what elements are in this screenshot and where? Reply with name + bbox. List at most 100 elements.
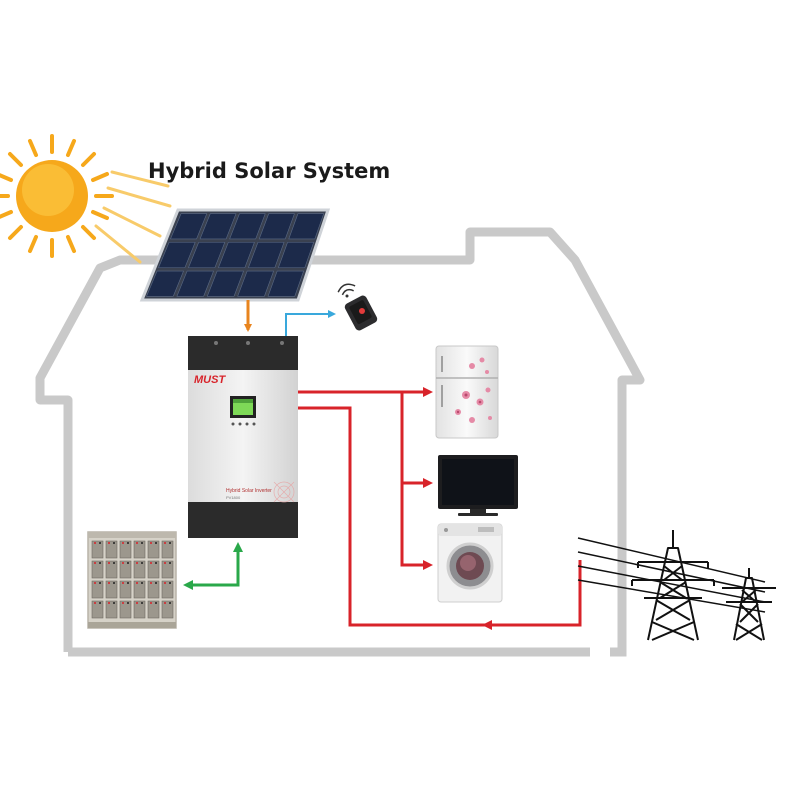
battery-terminal	[169, 562, 171, 564]
battery-cell	[105, 560, 118, 579]
battery-inverter-arrow	[183, 542, 243, 590]
battery-terminal	[136, 582, 138, 584]
battery-cell	[161, 600, 174, 619]
battery-terminal	[155, 562, 157, 564]
battery-cell	[147, 600, 160, 619]
battery-cell	[161, 540, 174, 559]
wifi-link-arrow	[285, 310, 336, 338]
solar-cell	[158, 242, 196, 268]
battery-cell	[91, 600, 104, 619]
power-grid-tower-icon	[631, 530, 776, 641]
solar-cell	[146, 270, 184, 297]
battery-terminal	[113, 562, 115, 564]
battery-terminal	[136, 542, 138, 544]
solar-cell	[237, 270, 275, 297]
solar-cell	[170, 213, 208, 240]
solar-cell	[267, 270, 305, 297]
battery-cell	[147, 540, 160, 559]
inverter-icon	[188, 336, 298, 538]
battery-cell	[91, 540, 104, 559]
solar-cell	[258, 213, 295, 240]
battery-terminal	[99, 542, 101, 544]
battery-cell	[91, 560, 104, 579]
battery-cell	[105, 580, 118, 599]
battery-terminal	[108, 582, 110, 584]
battery-terminal	[94, 602, 96, 604]
battery-terminal	[155, 582, 157, 584]
inverter-model: PV1800	[226, 495, 241, 500]
battery-terminal	[164, 582, 166, 584]
television-icon	[438, 455, 518, 516]
battery-terminal	[164, 542, 166, 544]
battery-terminal	[141, 582, 143, 584]
inverter-label: Hybrid Solar Inverter	[226, 488, 272, 494]
battery-terminal	[108, 562, 110, 564]
battery-terminal	[99, 562, 101, 564]
page-title: Hybrid Solar System	[148, 159, 390, 183]
battery-terminal	[141, 562, 143, 564]
battery-terminal	[94, 562, 96, 564]
house-outline	[35, 227, 645, 657]
battery-cell	[161, 560, 174, 579]
solar-cell	[206, 270, 244, 297]
battery-bank-icon	[87, 531, 177, 629]
battery-terminal	[155, 542, 157, 544]
inverter-brand: MUST	[194, 374, 226, 386]
battery-terminal	[164, 562, 166, 564]
smartphone-wifi-icon	[337, 283, 378, 331]
solar-cell	[248, 242, 285, 268]
solar-cell	[218, 242, 255, 268]
solar-cell	[288, 213, 325, 240]
battery-terminal	[127, 542, 129, 544]
battery-terminal	[150, 542, 152, 544]
battery-cell	[119, 600, 132, 619]
battery-terminal	[169, 582, 171, 584]
battery-terminal	[127, 582, 129, 584]
battery-terminal	[94, 582, 96, 584]
battery-terminal	[136, 562, 138, 564]
battery-cell	[133, 540, 146, 559]
battery-terminal	[122, 582, 124, 584]
solar-cell	[229, 213, 266, 240]
battery-cell	[133, 600, 146, 619]
solar-cell	[277, 242, 315, 268]
battery-terminal	[99, 582, 101, 584]
battery-terminal	[122, 542, 124, 544]
battery-terminal	[141, 542, 143, 544]
solar-cell	[176, 270, 214, 297]
washing-machine-icon	[437, 523, 503, 603]
battery-terminal	[99, 602, 101, 604]
battery-terminal	[155, 602, 157, 604]
battery-cell	[119, 580, 132, 599]
battery-terminal	[127, 562, 129, 564]
battery-cell	[147, 580, 160, 599]
ac-output-lines	[298, 387, 582, 630]
refrigerator-icon	[435, 345, 499, 439]
battery-terminal	[122, 602, 124, 604]
battery-terminal	[113, 602, 115, 604]
battery-cell	[161, 580, 174, 599]
battery-terminal	[150, 602, 152, 604]
battery-cell	[133, 580, 146, 599]
solar-panel-icon	[139, 208, 331, 302]
battery-terminal	[141, 602, 143, 604]
battery-terminal	[127, 602, 129, 604]
battery-cell	[147, 560, 160, 579]
battery-terminal	[169, 542, 171, 544]
sun-icon	[0, 134, 172, 264]
battery-terminal	[164, 602, 166, 604]
battery-terminal	[108, 542, 110, 544]
battery-terminal	[113, 582, 115, 584]
battery-cell	[91, 580, 104, 599]
battery-terminal	[113, 542, 115, 544]
battery-cell	[105, 600, 118, 619]
battery-terminal	[150, 562, 152, 564]
solar-cell	[188, 242, 226, 268]
battery-terminal	[122, 562, 124, 564]
battery-cell	[133, 560, 146, 579]
battery-cell	[105, 540, 118, 559]
solar-cell	[199, 213, 237, 240]
battery-cell	[119, 540, 132, 559]
battery-terminal	[136, 602, 138, 604]
